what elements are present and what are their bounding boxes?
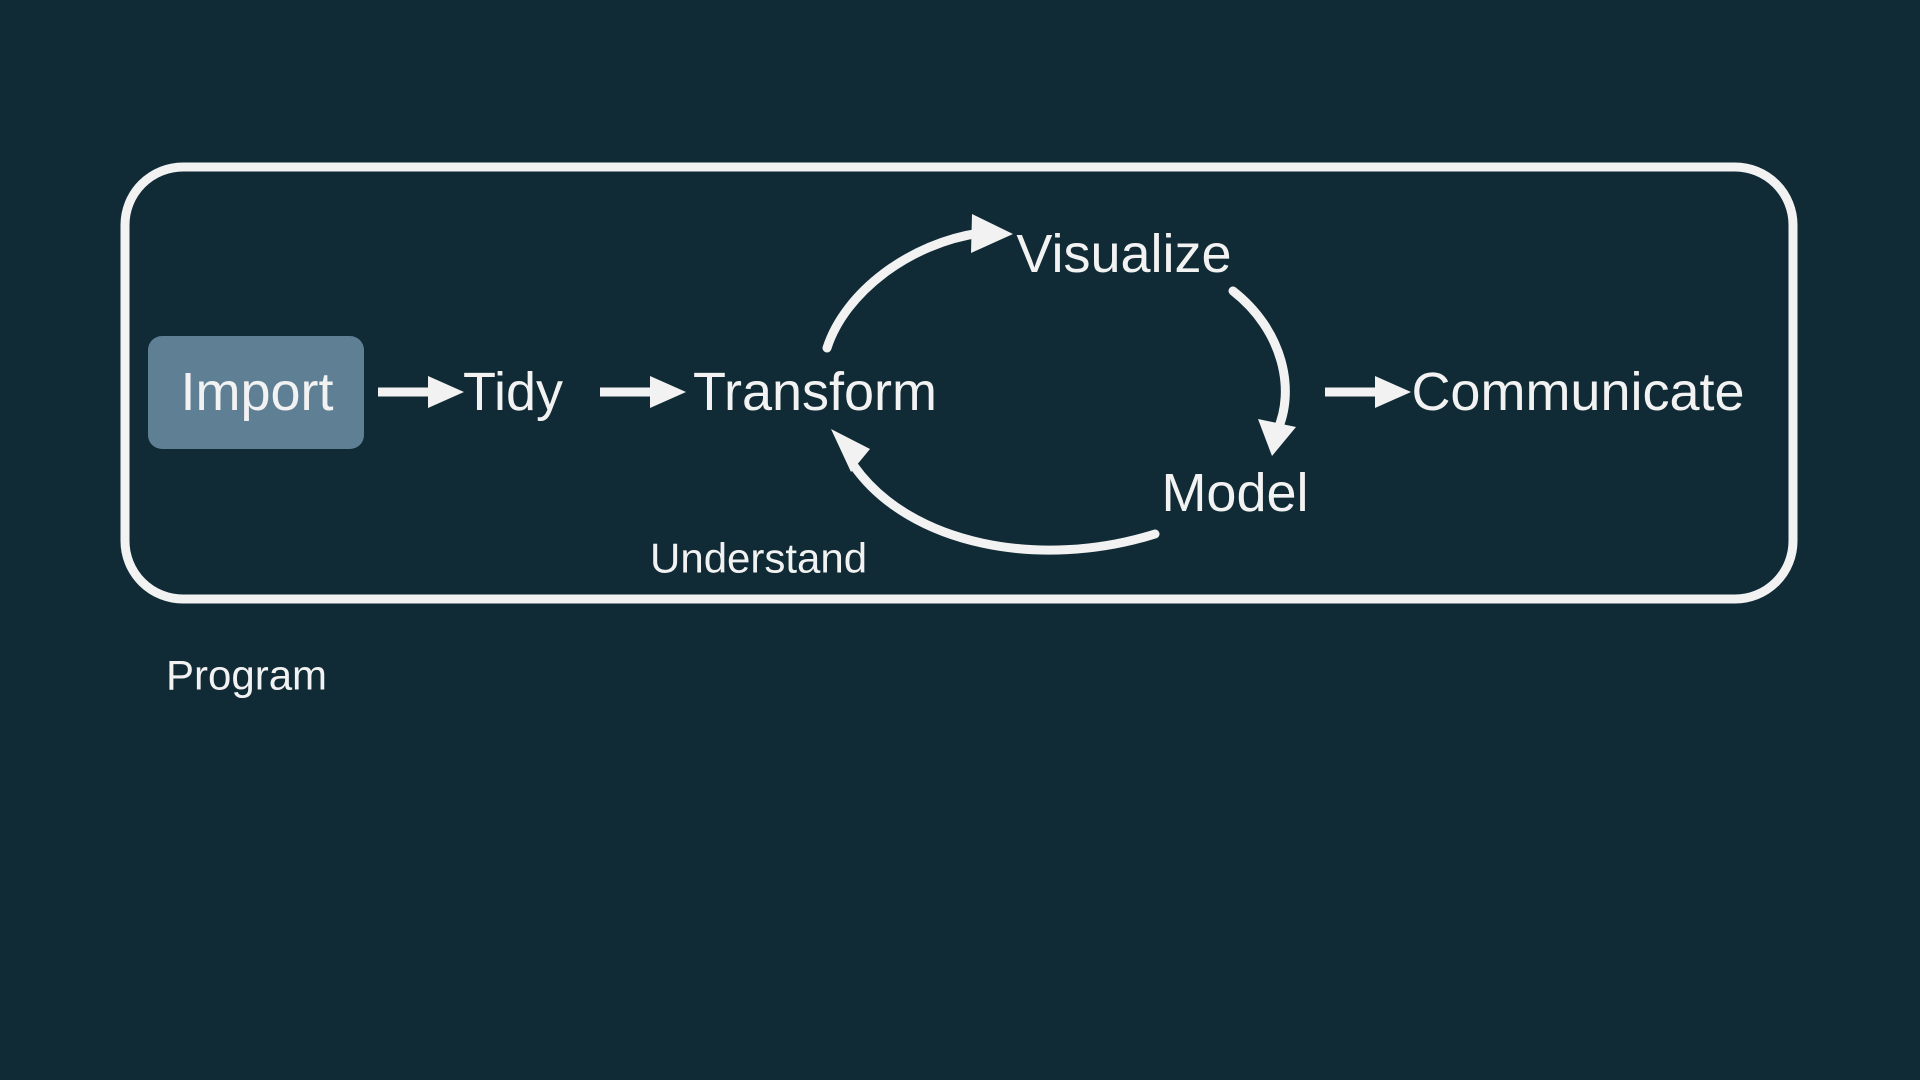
- node-label-import[interactable]: Import: [180, 362, 333, 422]
- node-label-model[interactable]: Model: [1161, 463, 1308, 523]
- node-label-visualize[interactable]: Visualize: [1016, 224, 1231, 284]
- arrow-tidy-to-transform: [600, 376, 686, 408]
- arrow-transform-to-visualize: [822, 214, 1013, 353]
- arrow-model-to-transform: [831, 429, 1160, 555]
- node-label-transform[interactable]: Transform: [693, 362, 937, 422]
- container-label-program: Program: [166, 652, 327, 699]
- node-label-communicate[interactable]: Communicate: [1411, 362, 1744, 422]
- arrow-import-to-tidy: [378, 376, 464, 408]
- cycle-label-understand: Understand: [650, 535, 867, 582]
- import-node-highlight[interactable]: [148, 336, 364, 449]
- arrow-visualize-to-model: [1228, 286, 1296, 456]
- node-label-tidy[interactable]: Tidy: [463, 362, 563, 422]
- program-container-border: [120, 162, 1798, 604]
- arrow-model-to-communicate: [1325, 376, 1411, 408]
